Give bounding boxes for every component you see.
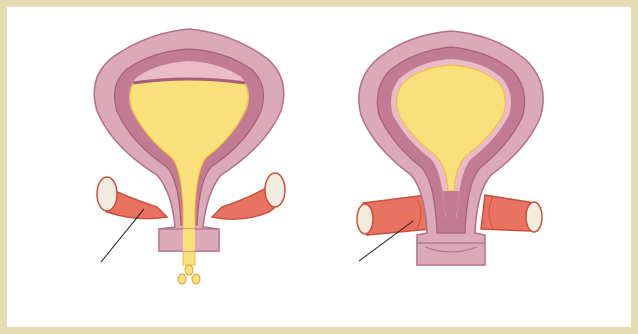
right-illustration xyxy=(357,31,543,265)
left-tube-end-left xyxy=(97,177,117,211)
bladder-diagram xyxy=(7,7,631,327)
left-tube-end-right xyxy=(265,173,285,207)
left-pointer-line xyxy=(101,209,144,262)
left-illustration xyxy=(94,29,285,284)
right-tube-end-left xyxy=(357,204,373,234)
right-tube-end-right xyxy=(526,202,542,232)
right-urethra-base xyxy=(417,243,485,265)
diagram-panel xyxy=(7,7,631,327)
left-urine-droplets xyxy=(178,265,200,284)
left-urethra-flow xyxy=(183,229,195,251)
